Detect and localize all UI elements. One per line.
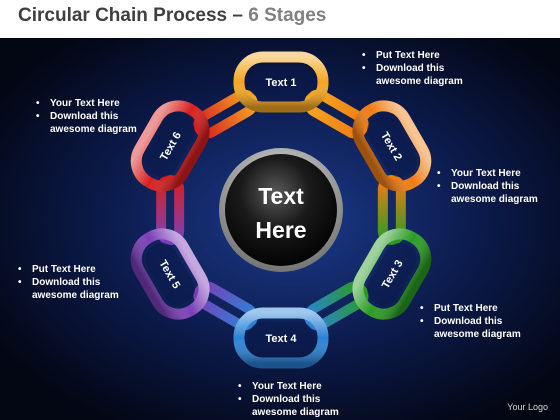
center-text-line2: Here (255, 217, 306, 243)
note-stage-3-item-1: Put Text Here (420, 302, 546, 315)
note-stage-5: Put Text Here Download this awesome diag… (14, 263, 154, 302)
note-stage-6-item-2: Download this awesome diagram (36, 110, 148, 136)
note-stage-4-item-2: Download this awesome diagram (238, 393, 350, 419)
note-stage-6-item-1: Your Text Here (36, 97, 162, 110)
chain-link-shine (233, 307, 329, 369)
chain-link-stage-1: Text 1 (233, 51, 329, 113)
slide-title: Circular Chain Process – 6 Stages (18, 5, 326, 27)
note-stage-2-item-2: Download this awesome diagram (437, 180, 549, 206)
chain-link-hole (366, 242, 417, 306)
hub-core (225, 154, 337, 266)
chain-link-shine (352, 100, 432, 192)
note-stage-1-item-1: Put Text Here (362, 49, 538, 62)
note-stage-5-item-1: Put Text Here (18, 263, 154, 276)
chain-diagram: Text 1 Text 2 Text 3 Text 4 Text 5 Text 6 Tex… (0, 38, 560, 420)
note-stage-2: Your Text Here Download this awesome dia… (433, 167, 553, 206)
chain-link-shine (352, 228, 432, 320)
title-bar: Circular Chain Process – 6 Stages (0, 0, 560, 38)
title-main: Circular Chain Process – (18, 5, 249, 26)
note-stage-6: Your Text Here Download this awesome dia… (32, 97, 162, 136)
chain-links: Text 1 Text 2 Text 3 Text 4 Text 5 Text 6 (130, 51, 432, 369)
center-text-line1: Text (258, 183, 304, 209)
chain-link-stage-3: Text 3 (352, 228, 432, 320)
logo-placeholder: Your Logo (507, 402, 548, 412)
center-hub: Text Here (219, 148, 343, 272)
chain-link-shine (130, 100, 210, 192)
chain-link-hole (248, 66, 314, 98)
note-stage-1: Put Text Here Download this awesome diag… (358, 49, 538, 88)
note-stage-4-item-1: Your Text Here (238, 380, 374, 393)
note-stage-3: Put Text Here Download this awesome diag… (416, 302, 546, 341)
chain-link-hole (145, 242, 196, 306)
note-stage-3-item-2: Download this awesome diagram (420, 315, 532, 341)
chain-link-stage-5: Text 5 (130, 228, 210, 320)
chain-link-hole (366, 114, 417, 178)
chain-link-stage-2: Text 2 (352, 100, 432, 192)
diagram-area: Text 1 Text 2 Text 3 Text 4 Text 5 Text 6 Tex… (0, 38, 560, 420)
chain-link-stage-6: Text 6 (130, 100, 210, 192)
chain-link-shine (233, 51, 329, 113)
title-sub: 6 Stages (248, 5, 327, 26)
chain-link-shine (130, 228, 210, 320)
note-stage-4: Your Text Here Download this awesome dia… (234, 380, 374, 419)
chain-link-hole (248, 322, 314, 354)
note-stage-2-item-1: Your Text Here (437, 167, 553, 180)
note-stage-1-item-2: Download this awesome diagram (362, 62, 474, 88)
chain-link-hole (145, 114, 196, 178)
note-stage-5-item-2: Download this awesome diagram (18, 276, 130, 302)
chain-link-stage-4: Text 4 (233, 307, 329, 369)
chain-link-label: Text 1 (266, 77, 297, 89)
chain-link-label: Text 4 (266, 333, 298, 345)
